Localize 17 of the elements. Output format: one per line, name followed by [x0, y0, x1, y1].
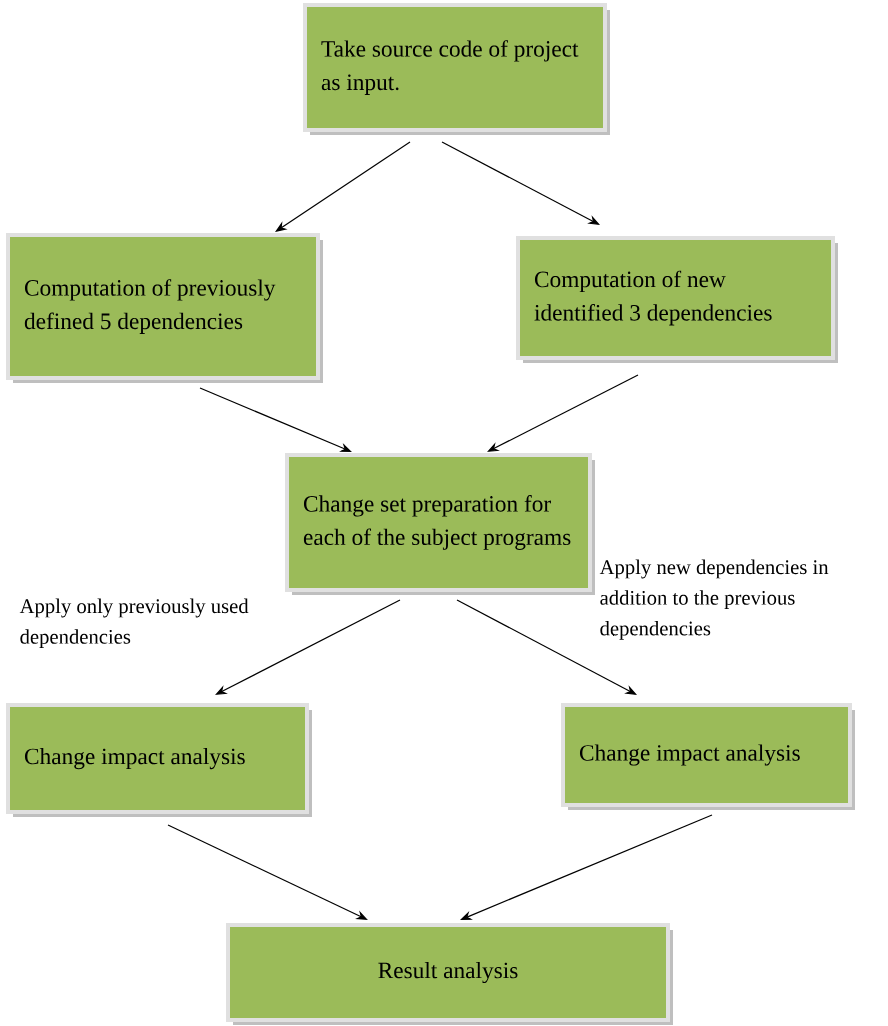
process-box: Computation of new identified 3 dependencies — [516, 236, 838, 363]
edge-label: Apply new dependencies in addition to the previous dependencies — [599, 559, 829, 640]
process-box: Computation of previously defined 5 dependencies — [6, 233, 323, 383]
arrow — [456, 599, 637, 695]
arrow — [275, 141, 411, 232]
arrow — [460, 814, 713, 920]
process-box: Change impact analysis — [561, 703, 855, 810]
arrow — [167, 824, 368, 920]
arrow — [487, 374, 639, 452]
process-box: Result analysis — [226, 923, 673, 1025]
arrow — [215, 599, 401, 695]
process-box: Change impact analysis — [6, 703, 312, 817]
arrow — [441, 141, 600, 225]
process-box: Change set preparation for each of the subject programs — [285, 453, 595, 595]
process-box: Take source code of project as input. — [303, 3, 610, 135]
arrow — [199, 387, 352, 452]
edge-label: Apply only previously used dependencies — [19, 598, 249, 648]
